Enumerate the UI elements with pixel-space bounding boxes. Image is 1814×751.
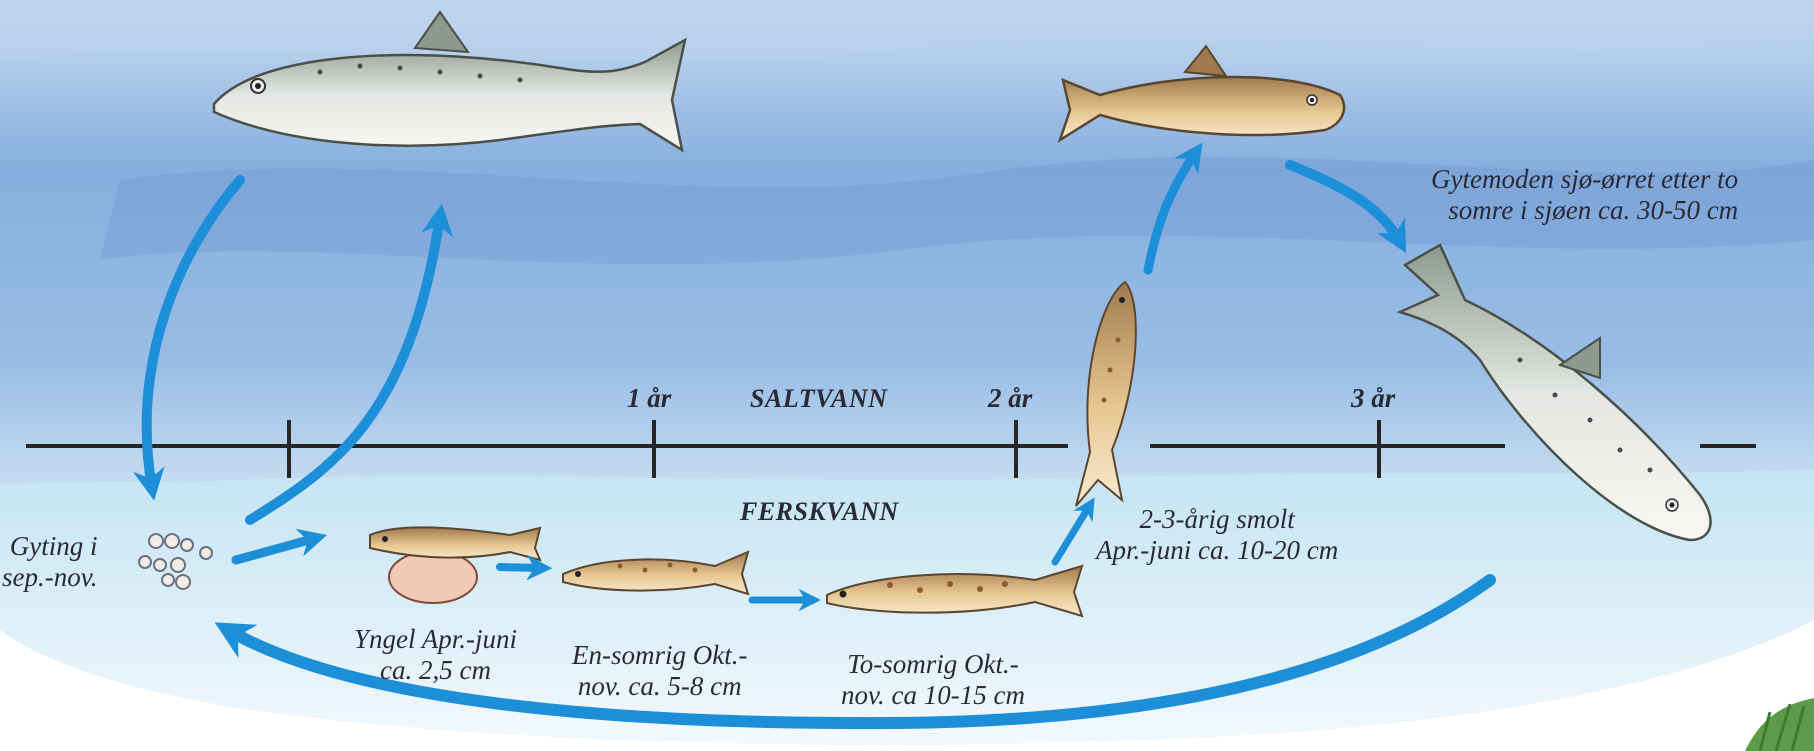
label-one-summer: En-somrig Okt.-nov. ca. 5-8 cm: [572, 640, 747, 702]
arrow-fry-to-one-summer: [500, 567, 542, 568]
zone-label-saltwater: SALTVANN: [750, 383, 887, 414]
tick-label-3-year: 3 år: [1351, 383, 1395, 414]
label-two-summer: To-somrig Okt.-nov. ca 10-15 cm: [841, 649, 1025, 711]
tick-label-2-year: 2 år: [988, 383, 1032, 414]
zone-label-freshwater: FERSKVANN: [740, 496, 899, 527]
tick-label-1-year: 1 år: [627, 383, 671, 414]
